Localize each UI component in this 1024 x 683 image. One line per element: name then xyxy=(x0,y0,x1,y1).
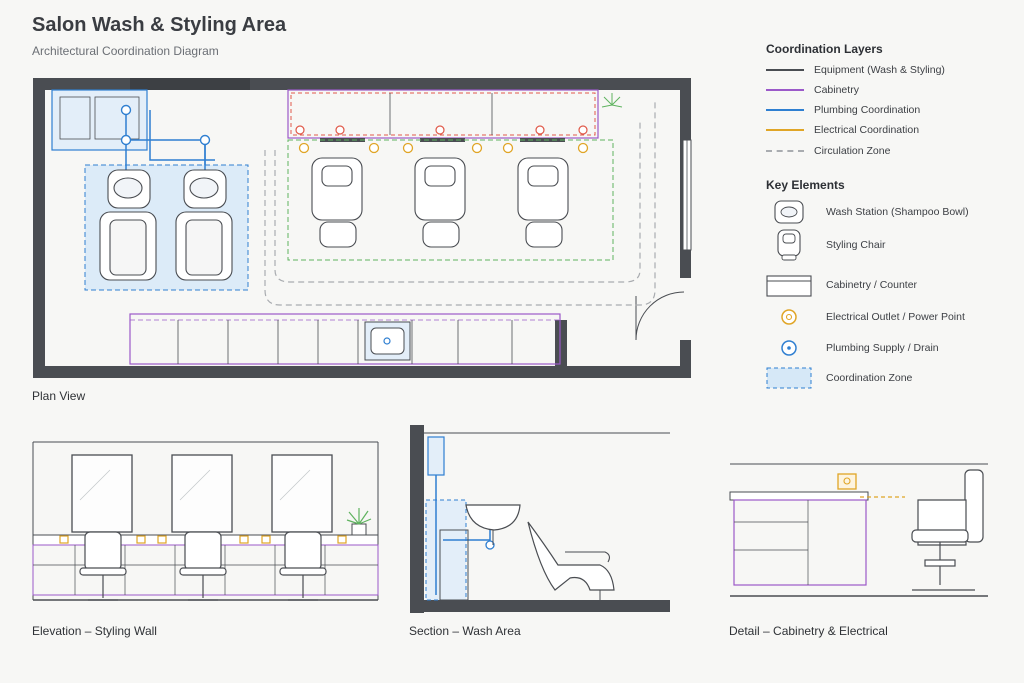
legend-label: Equipment (Wash & Styling) xyxy=(814,64,945,76)
key-row-wash-station: Wash Station (Shampoo Bowl) xyxy=(766,199,969,225)
elevation-plant-icon xyxy=(346,508,372,536)
key-label: Cabinetry / Counter xyxy=(826,279,918,291)
key-row-counter: Cabinetry / Counter xyxy=(766,272,917,298)
key-label: Coordination Zone xyxy=(826,372,913,384)
elevation-chair-2 xyxy=(179,531,227,601)
legend-label: Cabinetry xyxy=(814,84,859,96)
wash-station-1 xyxy=(99,169,157,281)
legend-row-cabinetry: Cabinetry xyxy=(766,81,859,99)
plant-icon xyxy=(601,93,623,108)
key-label: Plumbing Supply / Drain xyxy=(826,342,939,354)
key-row-styling-chair: Styling Chair xyxy=(766,229,886,261)
plan-styling-chair-1 xyxy=(311,157,363,248)
elevation-caption: Elevation – Styling Wall xyxy=(32,624,157,638)
detail-caption: Detail – Cabinetry & Electrical xyxy=(729,624,888,638)
plan-styling-chair-3 xyxy=(517,157,569,248)
legend-row-circulation: Circulation Zone xyxy=(766,142,890,160)
legend-row-electrical: Electrical Coordination xyxy=(766,121,919,139)
elevation-chair-1 xyxy=(79,531,127,601)
line-swatch-icon xyxy=(766,89,804,91)
legend-row-plumbing: Plumbing Coordination xyxy=(766,101,920,119)
counter-icon xyxy=(766,272,812,298)
page-subtitle: Architectural Coordination Diagram xyxy=(32,44,219,58)
legend-label: Circulation Zone xyxy=(814,145,891,157)
plan-styling-chair-2 xyxy=(414,157,466,248)
key-label: Styling Chair xyxy=(826,239,886,251)
legend-label: Plumbing Coordination xyxy=(814,104,921,116)
elevation-chair-3 xyxy=(279,531,327,601)
zone-icon xyxy=(766,365,812,391)
wash-station-2 xyxy=(175,169,233,281)
coordination-layers-title: Coordination Layers xyxy=(766,42,883,56)
plan-view-caption: Plan View xyxy=(32,389,86,403)
key-elements-title: Key Elements xyxy=(766,178,845,192)
line-swatch-icon xyxy=(766,109,804,111)
key-row-outlet: Electrical Outlet / Power Point xyxy=(766,304,965,330)
dashed-line-swatch-icon xyxy=(766,150,804,152)
key-row-plumbing: Plumbing Supply / Drain xyxy=(766,335,939,361)
shampoo-bowl-icon xyxy=(766,199,812,225)
key-label: Electrical Outlet / Power Point xyxy=(826,311,965,323)
section-caption: Section – Wash Area xyxy=(409,624,521,638)
line-swatch-icon xyxy=(766,129,804,131)
key-label: Wash Station (Shampoo Bowl) xyxy=(826,206,969,218)
styling-chair-icon xyxy=(766,229,812,261)
key-row-zone: Coordination Zone xyxy=(766,365,912,391)
line-swatch-icon xyxy=(766,69,804,71)
plumbing-icon xyxy=(766,335,812,361)
legend-row-equipment: Equipment (Wash & Styling) xyxy=(766,61,945,79)
legend-label: Electrical Coordination xyxy=(814,124,920,136)
page-title: Salon Wash & Styling Area xyxy=(32,14,287,36)
outlet-icon xyxy=(766,304,812,330)
